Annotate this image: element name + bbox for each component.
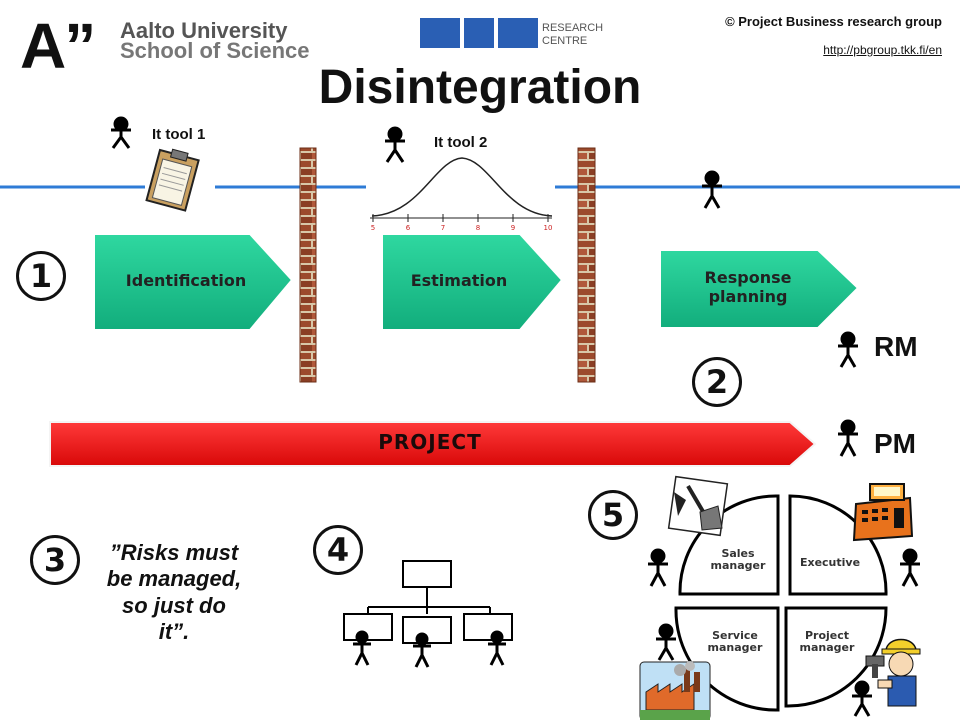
estimation-label: Estimation bbox=[410, 271, 508, 290]
centre-text: CENTRE bbox=[542, 35, 587, 47]
service-line-1: Service bbox=[712, 629, 758, 642]
identification-label: Identification bbox=[125, 271, 247, 290]
it-tool-1-label: It tool 1 bbox=[152, 126, 206, 143]
quadrant-people bbox=[648, 548, 920, 717]
quote-line-1: ”Risks must bbox=[109, 540, 239, 565]
school-name: School of Science bbox=[120, 38, 310, 63]
sales-line-2: manager bbox=[710, 559, 766, 573]
bell-tick-label: 7 bbox=[441, 224, 445, 232]
executive-label: Executive bbox=[799, 556, 861, 569]
number-badge-4: 4 bbox=[313, 525, 363, 575]
pm-label: PM bbox=[874, 428, 916, 459]
sales-line-1: Sales bbox=[721, 547, 755, 560]
number-badge-5: 5 bbox=[588, 490, 638, 540]
org-chart-people bbox=[353, 630, 506, 668]
project-label: PROJECT bbox=[378, 430, 482, 454]
number-badge-2: 2 bbox=[692, 357, 742, 407]
stick-figure-pm bbox=[838, 419, 858, 457]
bell-tick-label: 9 bbox=[511, 224, 515, 232]
sales-manager-label: Sales manager bbox=[702, 547, 774, 573]
bell-curve-chart: 5 6 7 8 9 10 bbox=[370, 157, 553, 232]
brick-wall-left bbox=[299, 147, 317, 383]
response-planning-arrow bbox=[659, 249, 860, 329]
quote-line-3: so just do bbox=[122, 592, 226, 618]
university-name: Aalto University bbox=[120, 18, 288, 43]
bell-tick-label: 6 bbox=[406, 224, 411, 232]
response-planning-line1: Response bbox=[704, 268, 792, 287]
project-arrow bbox=[49, 421, 817, 467]
aalto-logo-mark: A” bbox=[20, 10, 96, 82]
bell-tick-label: 5 bbox=[371, 224, 375, 232]
clipboard-icon bbox=[145, 148, 200, 212]
cash-register-icon bbox=[852, 483, 914, 542]
service-manager-label: Service manager bbox=[698, 629, 772, 655]
service-line-2: manager bbox=[707, 641, 763, 655]
roles-quadrant-circle bbox=[674, 494, 888, 712]
identification-arrow bbox=[93, 233, 294, 331]
bell-tick-label: 10 bbox=[544, 224, 553, 232]
number-badge-1: 1 bbox=[16, 251, 66, 301]
page-title: Disintegration bbox=[318, 61, 642, 114]
stick-figure-response bbox=[702, 170, 722, 209]
risk-quote: ”Risks must be managed, so just do it”. bbox=[88, 540, 260, 646]
stick-figure-tool2 bbox=[385, 126, 405, 163]
org-chart bbox=[343, 560, 513, 644]
response-planning-label: Response planning bbox=[662, 268, 834, 306]
project-manager-line-1: Project bbox=[804, 629, 850, 642]
quote-line-4: it”. bbox=[158, 619, 190, 645]
project-manager-line-2: manager bbox=[799, 641, 855, 655]
bell-tick-label: 8 bbox=[476, 224, 480, 232]
project-manager-label: Project manager bbox=[792, 629, 862, 655]
copyright-text: © Project Business research group bbox=[725, 14, 942, 29]
number-badge-3: 3 bbox=[30, 535, 80, 585]
brick-wall-right bbox=[577, 147, 596, 383]
stick-figure-rm bbox=[838, 331, 858, 368]
estimation-arrow bbox=[381, 233, 564, 331]
broom-icon bbox=[667, 475, 729, 537]
stick-figure-tool1 bbox=[111, 116, 131, 149]
quote-line-2: be managed, bbox=[106, 566, 242, 592]
rm-label: RM bbox=[874, 331, 918, 362]
it-tool-2-label: It tool 2 bbox=[434, 134, 488, 151]
research-text: RESEARCH bbox=[542, 22, 603, 34]
bit-research-centre-logo: RESEARCH CENTRE bbox=[420, 18, 603, 48]
response-planning-line2: planning bbox=[708, 287, 788, 307]
factory-icon bbox=[639, 661, 711, 720]
group-url-link[interactable]: http://pbgroup.tkk.fi/en bbox=[823, 43, 942, 57]
construction-worker-icon bbox=[865, 638, 921, 707]
